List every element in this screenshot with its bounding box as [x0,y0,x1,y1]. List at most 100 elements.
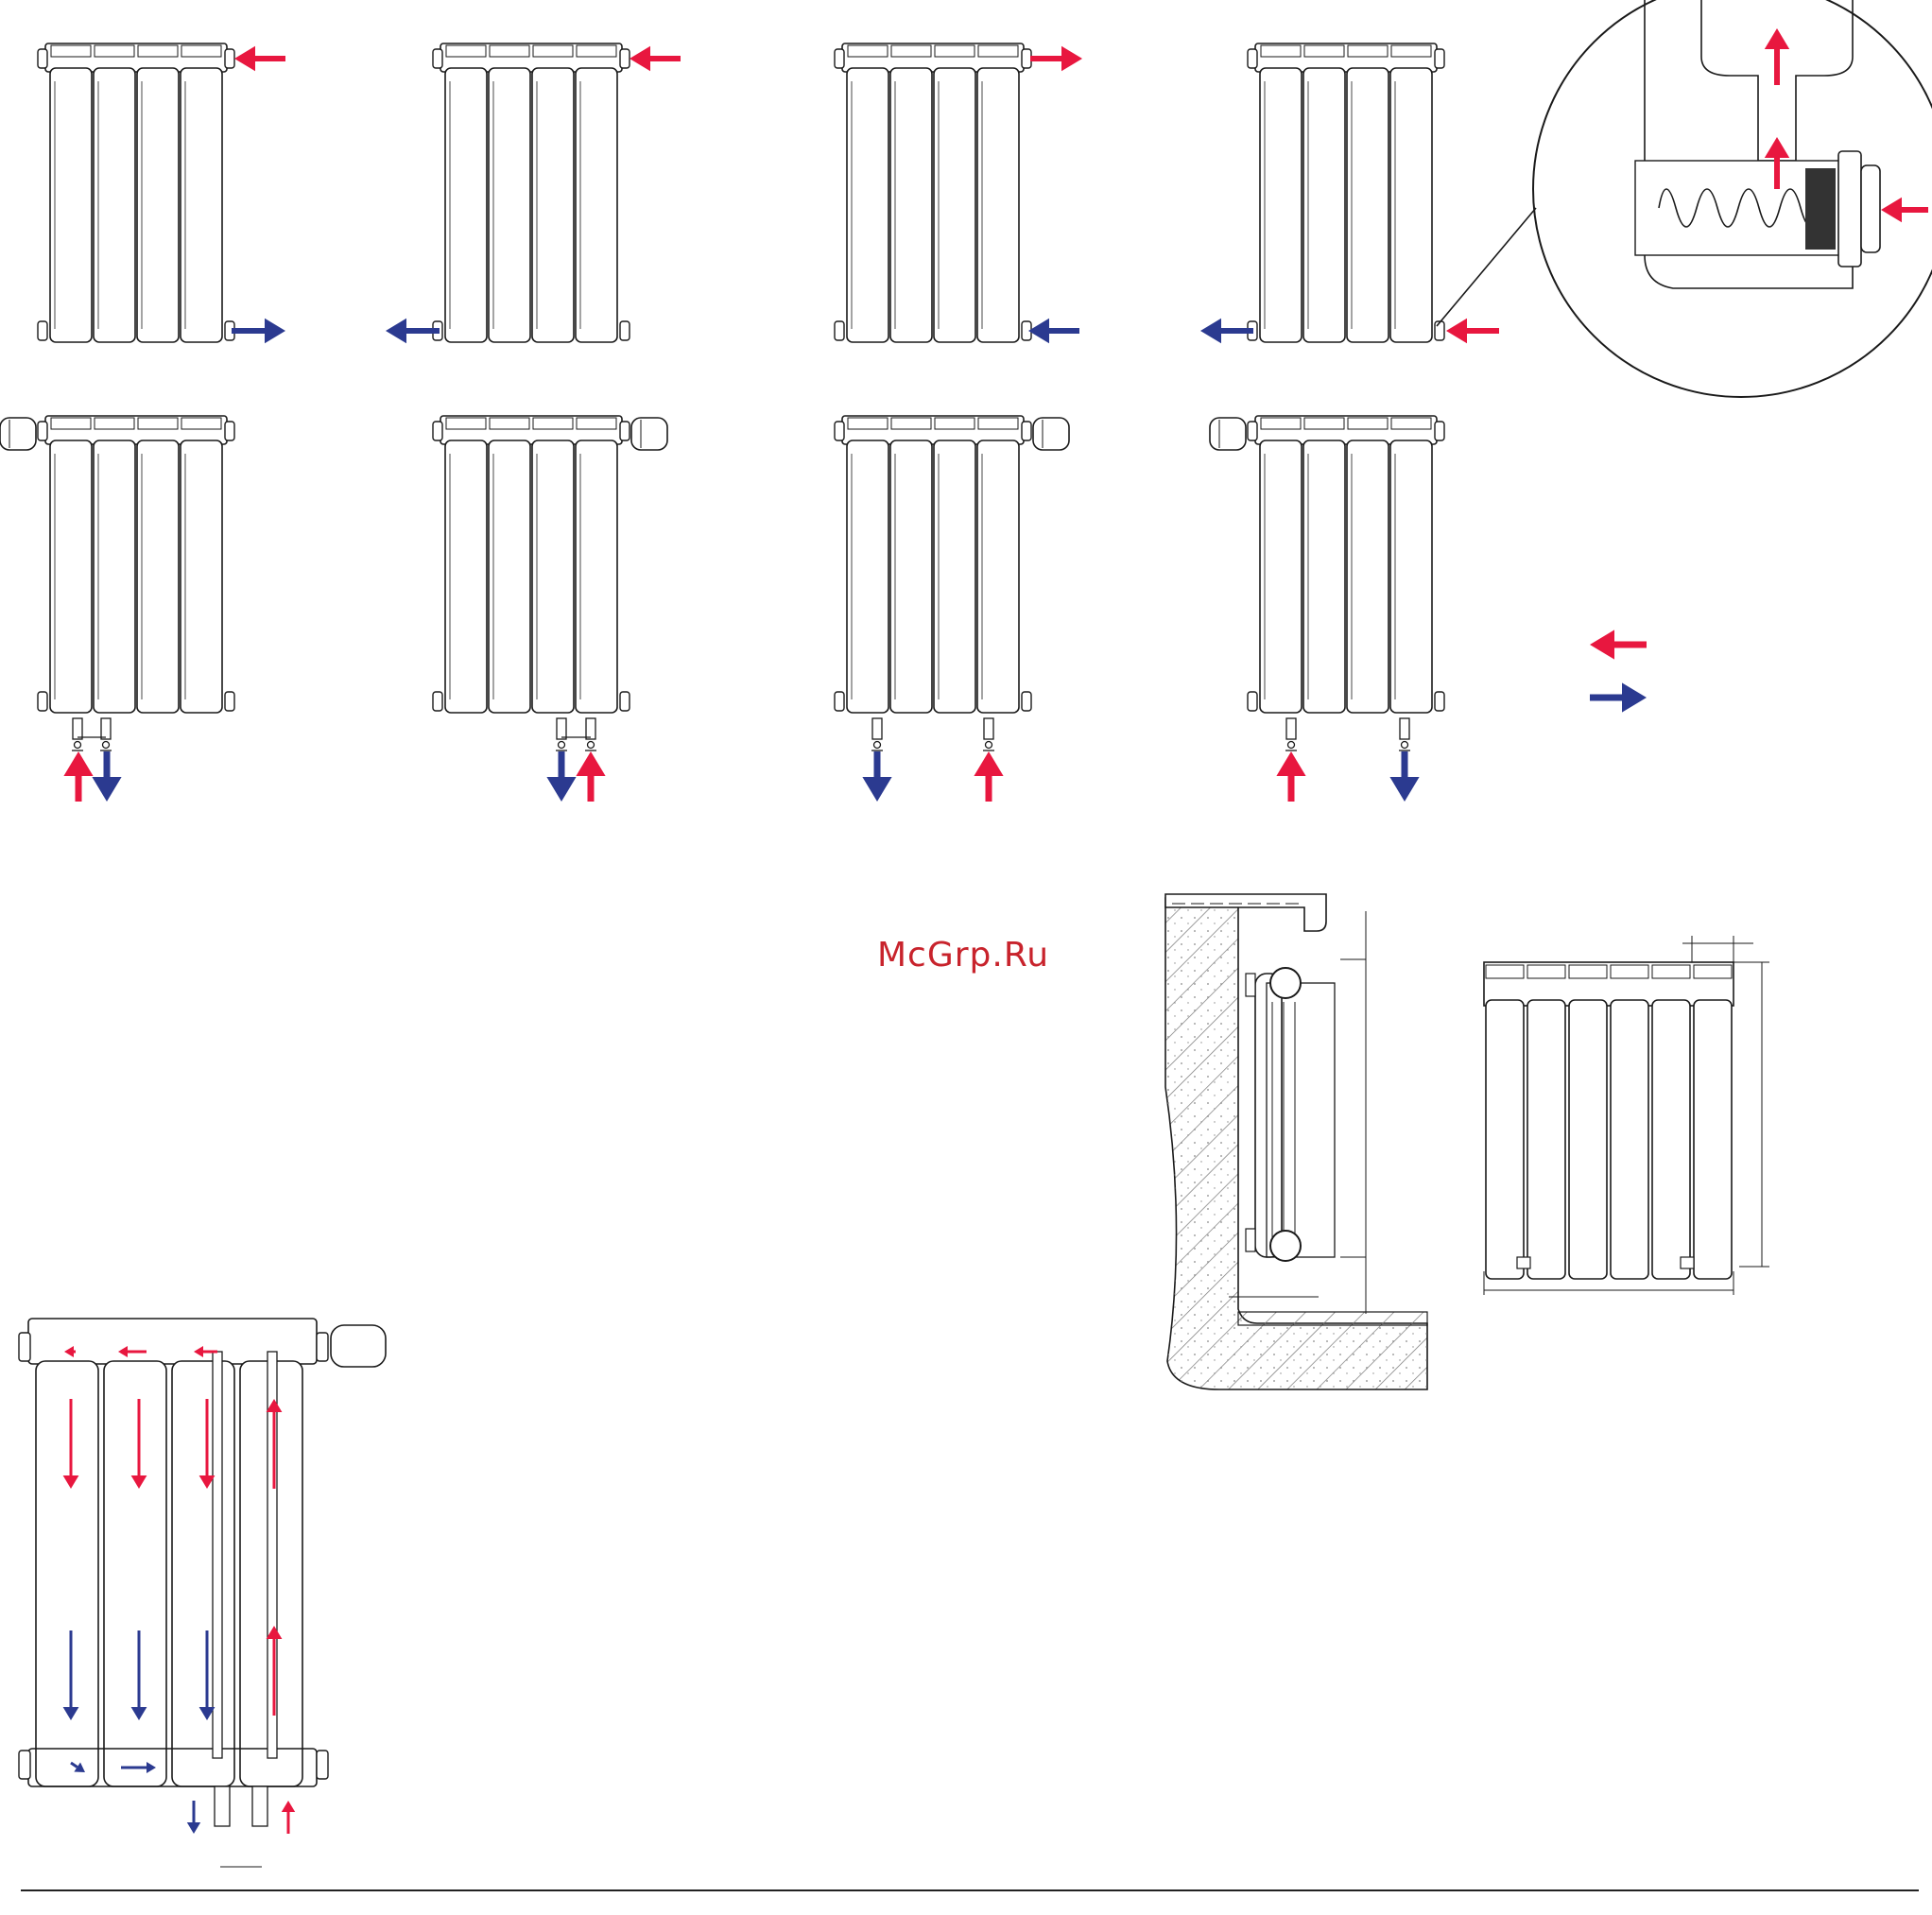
radiator-plug [620,422,630,440]
radiator-section [847,68,888,342]
radiator [433,43,630,342]
front-section [1611,1000,1648,1279]
radiator-plug [38,422,47,440]
radiator-plug [225,49,234,68]
pipe-circle [1270,968,1301,998]
flow-cutaway-view [19,1319,386,1867]
front-section [1569,1000,1607,1279]
valve-plug-detail [1437,0,1932,397]
radiator-section [445,440,487,713]
radiator-plug [19,1333,30,1361]
supply-arrow [974,751,1003,802]
radiator-section [1347,68,1389,342]
bottom-valve [585,718,596,750]
radiator-section [489,440,530,713]
radiator-section [1390,68,1432,342]
supply-arrow [63,751,93,802]
front-foot [1517,1257,1530,1268]
radiator-plug [19,1751,30,1779]
radiator-section [576,440,617,713]
front-foot [1681,1257,1694,1268]
radiator-section [890,68,932,342]
detail-leader [1437,208,1536,326]
radiator-section [50,440,92,713]
bottom-valve [252,1786,267,1826]
radiator-section [445,68,487,342]
return-arrow [1200,319,1253,343]
radiator-section [1390,440,1432,713]
radiator-section [847,440,888,713]
radiator-section [50,68,92,342]
legend [1590,630,1647,712]
cutaway-section [104,1361,166,1786]
radiator-plug [1248,49,1257,68]
radiator-section [934,440,975,713]
inner-pipe [213,1352,222,1758]
radiator-section [1347,440,1389,713]
radiator-plug [835,321,844,340]
front-section [1652,1000,1690,1279]
radiator [1248,43,1444,342]
radiator-section [94,440,135,713]
front-section [1527,1000,1565,1279]
bottom-valve [871,718,883,750]
watermark-text: McGrp.Ru [877,936,1049,975]
legend-supply-arrow [1590,630,1647,659]
radiator-plug [1435,422,1444,440]
radiator-plug [38,49,47,68]
radiator-section [137,440,179,713]
radiator-section [1303,440,1345,713]
floor-screed [1238,1312,1427,1325]
thermostat-head [0,418,36,450]
thermostat-head [1210,418,1246,450]
radiator-plug [1022,422,1031,440]
radiator-plug [1435,321,1444,340]
plug-nut [1838,151,1861,267]
radiator-plug [1248,692,1257,711]
bottom-valve [1399,718,1410,750]
return-arrow [1389,751,1419,802]
front-section [1486,1000,1524,1279]
radiator [1210,416,1444,713]
radiator-section [977,68,1019,342]
bottom-valve [100,718,112,750]
radiator-plug [225,692,234,711]
return-arrow [232,319,285,343]
radiator-plug [1248,422,1257,440]
wall-bracket [1246,1229,1255,1251]
radiator-section [576,68,617,342]
thermostat-head [631,418,667,450]
cutaway-section [172,1361,234,1786]
radiator-plug [835,49,844,68]
radiator-section [181,440,222,713]
radiator-section [137,68,179,342]
radiator-plug [317,1333,328,1361]
radiator [433,416,667,713]
radiator-plug [433,49,442,68]
legend-return-arrow [1590,682,1647,712]
radiator-plug [317,1751,328,1779]
thermostat-head [331,1325,386,1367]
radiator [835,416,1069,713]
front-top-manifold [1484,962,1734,1006]
supply-arrow [1030,46,1082,71]
thermostat-head [1033,418,1069,450]
radiator-section [1303,68,1345,342]
radiator-plug [38,321,47,340]
bottom-valve [215,1786,230,1826]
supply-arrow [1276,751,1305,802]
radiator-plug [1435,49,1444,68]
bottom-valve [1285,718,1297,750]
radiator-section [1260,68,1302,342]
radiator-plug [620,692,630,711]
radiator-section [94,68,135,342]
radiator [0,416,234,713]
supply-arrow [1446,319,1499,343]
radiator-section [1260,440,1302,713]
radiator-plug [433,692,442,711]
radiator-plug [1435,692,1444,711]
radiator-plug [835,692,844,711]
pipe-circle [1270,1231,1301,1261]
return-arrow [546,751,576,802]
front-section [1694,1000,1732,1279]
